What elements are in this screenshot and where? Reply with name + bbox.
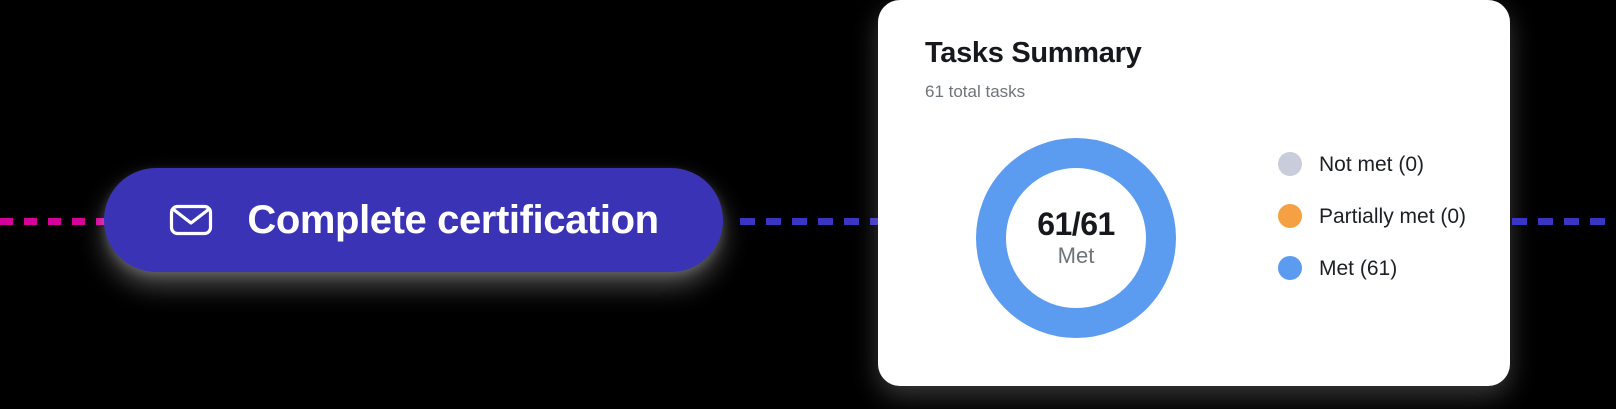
complete-certification-button[interactable]: Complete certification <box>104 168 723 272</box>
legend-label-met: Met (61) <box>1319 256 1398 280</box>
tasks-summary-card: Tasks Summary 61 total tasks 61/61 Met N… <box>878 0 1510 386</box>
envelope-icon <box>168 197 214 243</box>
legend-label-partially-met: Partially met (0) <box>1319 204 1467 228</box>
connector-line-right <box>1512 218 1616 225</box>
complete-certification-label: Complete certification <box>247 198 659 242</box>
legend-dot-partially-met-icon <box>1278 204 1302 228</box>
donut-value: 61/61 <box>1037 205 1115 242</box>
legend-dot-met-icon <box>1278 256 1302 280</box>
page-title: Tasks Summary <box>925 37 1142 69</box>
legend-item-partially-met[interactable]: Partially met (0) <box>1278 204 1466 228</box>
connector-line-middle <box>740 218 880 225</box>
legend-item-not-met[interactable]: Not met (0) <box>1278 152 1466 176</box>
connector-line-left <box>0 218 106 225</box>
tasks-donut-chart: 61/61 Met <box>976 138 1176 338</box>
card-subtitle: 61 total tasks <box>925 82 1026 101</box>
legend-dot-not-met-icon <box>1278 152 1302 176</box>
legend-label-not-met: Not met (0) <box>1319 152 1425 176</box>
legend-item-met[interactable]: Met (61) <box>1278 256 1466 280</box>
chart-legend: Not met (0) Partially met (0) Met (61) <box>1278 152 1466 280</box>
donut-caption: Met <box>1057 243 1095 269</box>
donut-center-label: 61/61 Met <box>976 138 1176 338</box>
